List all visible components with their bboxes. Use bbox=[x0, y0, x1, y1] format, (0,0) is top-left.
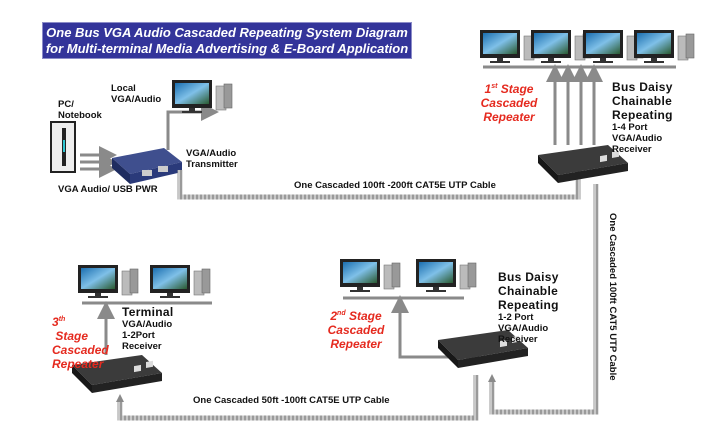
cable-2 bbox=[489, 184, 599, 415]
stage2-description: Bus Daisy Chainable Repeating 1-2 Port V… bbox=[498, 270, 559, 345]
local-label: Local VGA/Audio bbox=[111, 83, 162, 105]
title-line-1: One Bus VGA Audio Cascaded Repeating Sys… bbox=[46, 25, 408, 40]
cable-3 bbox=[117, 375, 479, 421]
pc-tower-icon bbox=[50, 121, 76, 173]
cable-3-label: One Cascaded 50ft -100ft CAT5E UTP Cable bbox=[193, 395, 390, 406]
stage1-label: 1st Stage Cascaded Repeater bbox=[480, 82, 538, 124]
input-label: VGA Audio/ USB PWR bbox=[58, 184, 158, 195]
cable-1 bbox=[177, 170, 581, 200]
pc-label: PC/ Notebook bbox=[58, 99, 102, 121]
transmitter-label: VGA/Audio Transmitter bbox=[186, 148, 238, 170]
cable-2-label: One Cascaded 100ft CAT5 UTP Cable bbox=[607, 213, 618, 381]
title-line-2: for Multi-terminal Media Advertising & E… bbox=[45, 41, 409, 56]
transmitter-device-icon bbox=[112, 148, 182, 184]
stage3-description: Terminal VGA/Audio 1-2Port Receiver bbox=[122, 305, 174, 352]
local-monitor-icon bbox=[171, 79, 233, 114]
input-arrows bbox=[80, 146, 117, 178]
cable-1-label: One Cascaded 100ft -200ft CAT5E UTP Cabl… bbox=[294, 180, 496, 191]
stage1-description: Bus Daisy Chainable Repeating 1-4 Port V… bbox=[612, 80, 673, 155]
stage2-label: 2nd Stage Cascaded Repeater bbox=[327, 309, 385, 351]
diagram-title: One Bus VGA Audio Cascaded Repeating Sys… bbox=[42, 22, 412, 59]
stage3-label: 3th Stage Cascaded Repeater bbox=[52, 315, 109, 371]
local-monitor-link bbox=[166, 103, 219, 150]
